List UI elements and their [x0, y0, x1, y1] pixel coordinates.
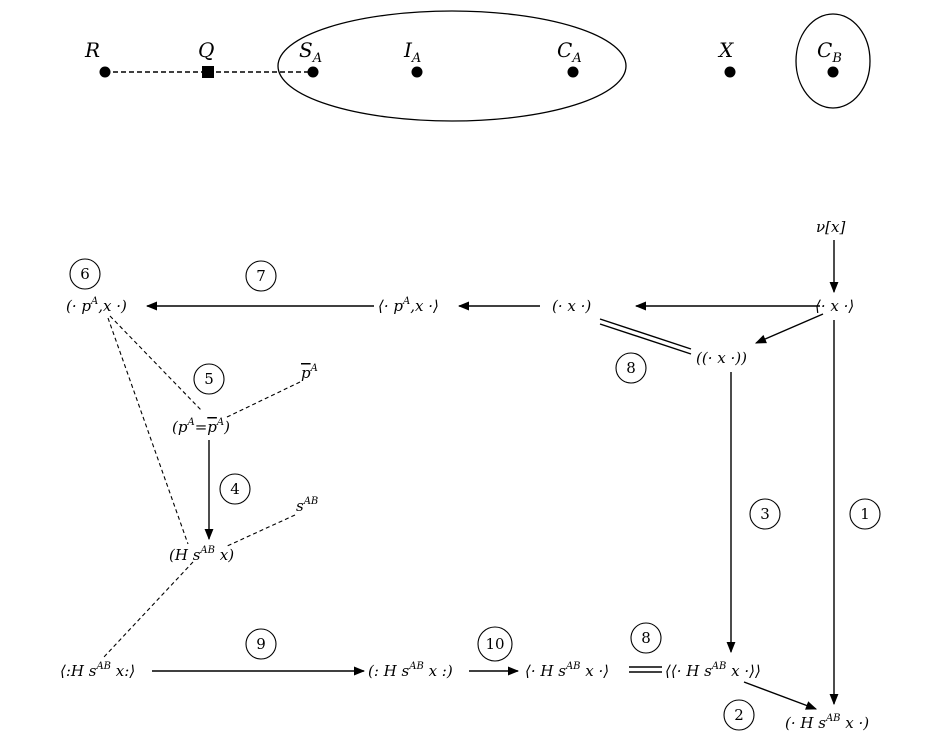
point-R [99, 66, 111, 78]
point-IA [411, 66, 423, 78]
node-colon-paren: (: H sAB x :) [368, 661, 453, 680]
node-H-s-x: (H sAB x) [169, 545, 234, 564]
point-CA [567, 66, 579, 78]
flow-edges [102, 240, 839, 710]
label-SA: SA [299, 38, 322, 66]
svg-text:4: 4 [230, 480, 240, 498]
double-line-paren-dparen-b [599, 323, 692, 355]
label-R: R [84, 38, 100, 62]
point-X [724, 66, 736, 78]
node-paren-x: (· x ·) [552, 297, 591, 315]
node-p-eq: (pA=pA) [172, 417, 230, 436]
label-Q: Q [198, 38, 214, 62]
step-7: 7 [245, 260, 277, 292]
point-Q [202, 66, 214, 78]
ellipse-B [795, 13, 871, 109]
svg-text:3: 3 [760, 505, 770, 523]
step-2: 2 [723, 699, 755, 731]
node-nu-x: ν[x] [816, 218, 845, 236]
node-paren-pA-x: (· pA,x ·) [66, 296, 127, 315]
step-markers: 1 2 3 4 5 6 7 8 8 9 10 [69, 258, 881, 731]
node-colon-angle: ⟨:H sAB x:⟩ [60, 661, 135, 680]
svg-text:8: 8 [641, 629, 651, 647]
step-5: 5 [193, 363, 225, 395]
dashed-pA-to-Hs [107, 317, 189, 545]
node-s-AB: sAB [296, 496, 318, 515]
node-p-bar-A: pA [301, 363, 318, 382]
dashed-Hs-to-colon-angle [102, 561, 194, 659]
dashed-sAB-to-Hs [224, 514, 296, 548]
step-6: 6 [69, 258, 101, 290]
step-9: 9 [245, 628, 277, 660]
double-line-paren-dparen-a [599, 318, 692, 350]
node-dangle-H: ⟨⟨· H sAB x ·⟩⟩ [665, 661, 761, 680]
top-diagram: R Q SA IA CA X CB [84, 10, 871, 122]
point-SA [307, 66, 319, 78]
node-dparen-x: ((· x ·)) [696, 349, 747, 367]
svg-text:6: 6 [80, 265, 90, 283]
svg-text:5: 5 [204, 370, 214, 388]
label-IA: IA [403, 38, 421, 66]
label-CA: CA [557, 38, 582, 66]
svg-text:10: 10 [485, 635, 504, 653]
svg-text:9: 9 [256, 635, 266, 653]
step-1: 1 [849, 498, 881, 530]
step-10: 10 [477, 626, 513, 662]
svg-text:2: 2 [734, 706, 744, 724]
step-3: 3 [749, 498, 781, 530]
dashed-pbar-to-peq [224, 381, 301, 419]
ellipse-A [277, 10, 627, 122]
label-CB: CB [817, 38, 842, 66]
label-X: X [717, 38, 734, 62]
svg-text:8: 8 [626, 359, 636, 377]
dashed-pA-to-peq [109, 315, 202, 411]
arrow-angle-x-to-dparen-x [754, 313, 824, 344]
node-angle-pA-x: ⟨· pA,x ·⟩ [378, 296, 439, 315]
svg-text:7: 7 [256, 267, 266, 285]
step-8-lower: 8 [630, 622, 662, 654]
point-CB [827, 66, 839, 78]
arrow-dangle-H-to-paren-H [743, 681, 818, 710]
svg-text:1: 1 [860, 505, 870, 523]
node-angle-x: ⟨· x ·⟩ [815, 297, 854, 315]
flow-nodes: ν[x] ⟨· x ·⟩ (· x ·) ((· x ·)) ⟨· pA,x ·… [60, 218, 869, 732]
node-angle-H: ⟨· H sAB x ·⟩ [525, 661, 609, 680]
step-8-upper: 8 [615, 352, 647, 384]
node-paren-H: (· H sAB x ·) [785, 713, 869, 732]
step-4: 4 [219, 473, 251, 505]
